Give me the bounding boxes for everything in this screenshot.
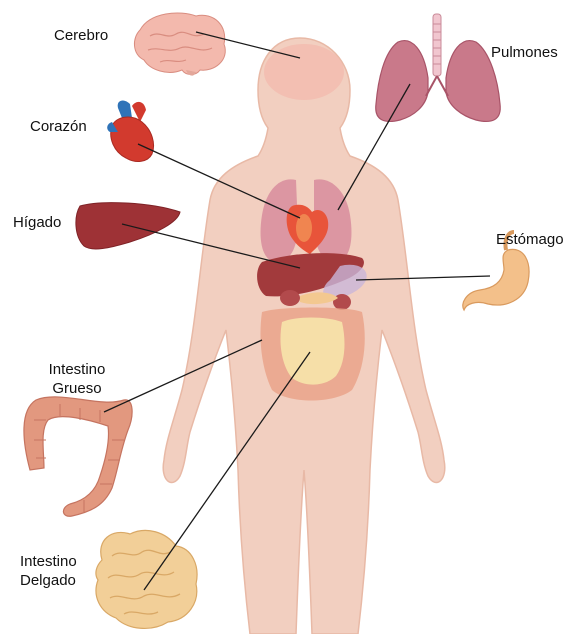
heart-highlight bbox=[296, 214, 312, 242]
heart-shape bbox=[111, 117, 154, 161]
label-higado: Hígado bbox=[13, 213, 61, 232]
label-intestino-grueso-line1: Intestino bbox=[38, 360, 116, 379]
label-intestino-delgado-line1: Intestino bbox=[20, 552, 77, 571]
label-corazon: Corazón bbox=[30, 117, 87, 136]
small-intestine-illustration bbox=[96, 530, 197, 628]
heart-aorta bbox=[118, 101, 132, 118]
stomach-shape bbox=[463, 249, 529, 310]
label-pulmones: Pulmones bbox=[491, 43, 558, 62]
large-intestine-illustration bbox=[24, 397, 132, 516]
lungs-illustration bbox=[376, 14, 501, 121]
lung-left bbox=[376, 41, 428, 122]
bronchi bbox=[426, 76, 448, 96]
abdomen-small-intestine bbox=[280, 318, 344, 385]
label-estomago: Estómago bbox=[496, 230, 564, 249]
label-intestino-grueso-line2: Grueso bbox=[38, 379, 116, 398]
heart-illustration bbox=[107, 101, 153, 162]
abdomen-kidney-left bbox=[280, 290, 300, 306]
label-cerebro: Cerebro bbox=[54, 26, 108, 45]
brain-shape bbox=[134, 13, 225, 75]
large-intestine-shape bbox=[24, 397, 132, 516]
label-intestino-delgado-line2: Delgado bbox=[20, 571, 77, 590]
label-intestino-grueso: Intestino Grueso bbox=[38, 360, 116, 398]
trachea bbox=[433, 14, 441, 76]
label-intestino-delgado: Intestino Delgado bbox=[20, 552, 77, 590]
brain-illustration bbox=[134, 13, 225, 76]
